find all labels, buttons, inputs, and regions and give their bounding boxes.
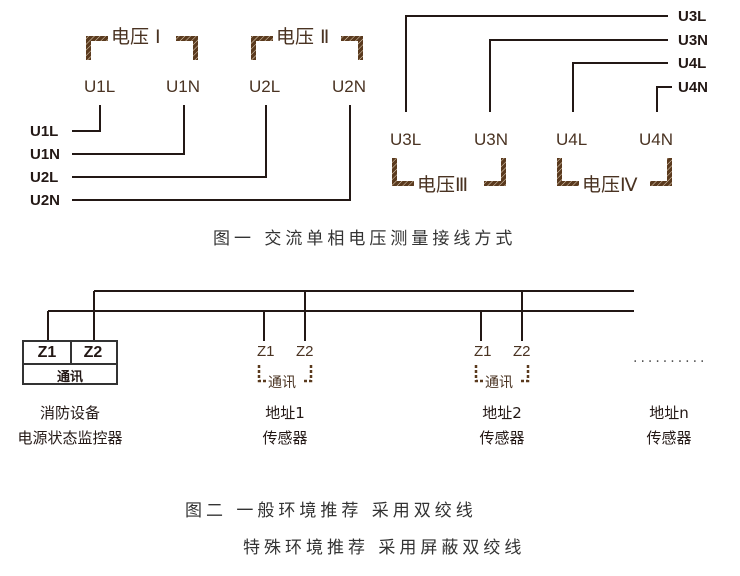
- monitor-z1-cell: Z1: [24, 342, 72, 363]
- terminal-u4n: U4N: [639, 130, 674, 149]
- sensor1-comm-bracket: [257, 365, 313, 383]
- group-label-2: 电压 Ⅱ: [276, 26, 330, 48]
- monitor-comm-label: 通讯: [56, 369, 83, 385]
- sensor2-name-line2: 传感器: [479, 429, 525, 447]
- sensorn-name-line1: 地址n: [649, 404, 689, 422]
- monitor-z2-cell: Z2: [70, 342, 116, 363]
- wire-u2n: [72, 105, 351, 201]
- wire-label-u3n: U3N: [678, 32, 709, 49]
- sensor2-z1-label: Z1: [474, 343, 492, 360]
- sensor2-z2-label: Z2: [513, 343, 531, 360]
- sensor2-comm-bracket: [474, 365, 530, 383]
- figure2-caption-line2: 特殊环境推荐 采用屏蔽双绞线: [243, 538, 526, 558]
- terminal-u1n: U1N: [166, 77, 201, 96]
- monitor-name-line1: 消防设备: [39, 404, 100, 422]
- wire-label-u3l: U3L: [678, 8, 707, 25]
- figure1-caption: 图一 交流单相电压测量接线方式: [213, 229, 517, 249]
- wire-label-u2n: U2N: [30, 192, 61, 209]
- wire-label-u4n: U4N: [678, 79, 709, 96]
- sensorn-name-line2: 传感器: [646, 429, 692, 447]
- wire-label-u1l: U1L: [30, 123, 59, 140]
- sensor1-z2-label: Z2: [296, 343, 314, 360]
- group-label-3: 电压Ⅲ: [417, 174, 469, 196]
- wire-u3l: [405, 15, 668, 112]
- monitor-name-line2: 电源状态监控器: [17, 429, 123, 447]
- terminal-u1l: U1L: [84, 77, 116, 96]
- terminal-u4l: U4L: [556, 130, 588, 149]
- figure2-caption-line1: 图二 一般环境推荐 采用双绞线: [185, 501, 477, 521]
- wire-u1n: [72, 105, 185, 155]
- bracket-group-4: [557, 158, 672, 186]
- monitor-terminal-box: Z1 Z2 通讯: [22, 340, 118, 385]
- terminal-u2n: U2N: [332, 77, 367, 96]
- terminal-u2l: U2L: [249, 77, 281, 96]
- sensor1-name-line1: 地址1: [265, 404, 305, 422]
- group-label-4: 电压Ⅳ: [582, 174, 638, 196]
- wire-label-u4l: U4L: [678, 55, 707, 72]
- ellipsis-more-sensors: ··········: [633, 354, 708, 370]
- wire-u3n: [489, 39, 668, 112]
- monitor-z1-label: Z1: [37, 343, 57, 361]
- wire-u1l: [72, 105, 101, 132]
- terminal-u3n: U3N: [474, 130, 509, 149]
- group-label-1: 电压 Ⅰ: [111, 26, 161, 48]
- wire-u4n: [656, 86, 672, 112]
- monitor-comm-cell: 通讯: [24, 363, 116, 385]
- bracket-group-3: [392, 158, 506, 186]
- sensor1-comm-label: 通讯: [268, 375, 296, 391]
- sensor2-comm-label: 通讯: [485, 375, 513, 391]
- wire-label-u1n: U1N: [30, 146, 61, 163]
- terminal-u3l: U3L: [390, 130, 422, 149]
- bracket-group-1: [86, 36, 198, 60]
- wire-u4l: [572, 62, 668, 112]
- wire-label-u2l: U2L: [30, 169, 59, 186]
- wire-u2l: [72, 105, 267, 178]
- bracket-group-2: [251, 36, 363, 60]
- monitor-z2-label: Z2: [83, 343, 103, 361]
- sensor1-z1-label: Z1: [257, 343, 275, 360]
- sensor1-name-line2: 传感器: [262, 429, 308, 447]
- sensor2-name-line1: 地址2: [482, 404, 522, 422]
